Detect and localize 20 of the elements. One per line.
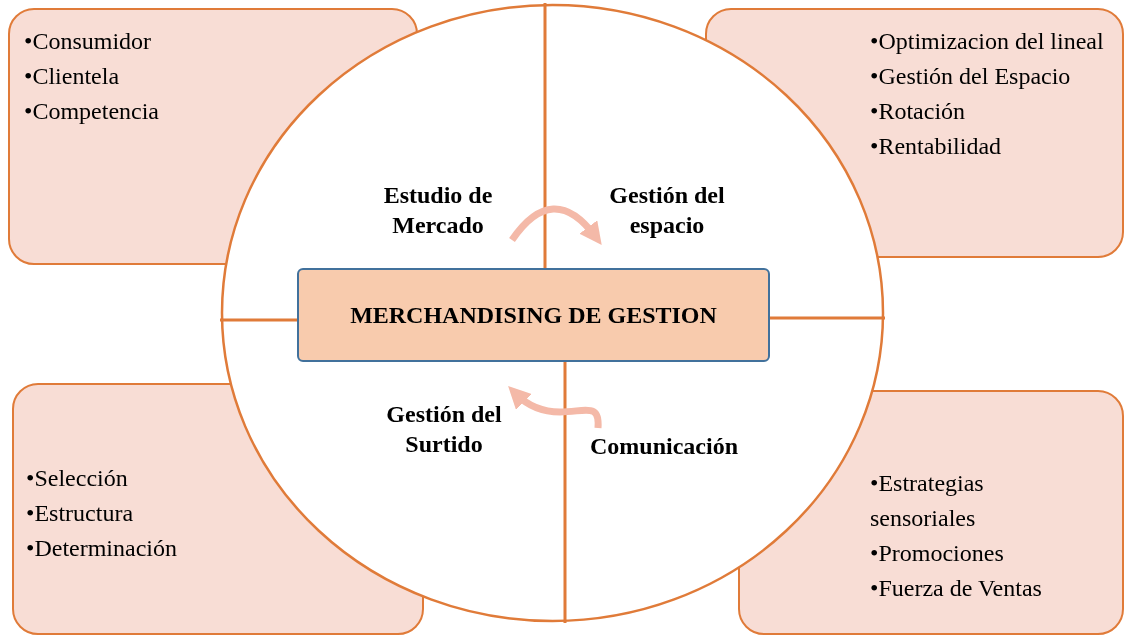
bullet-item: •Promociones	[870, 539, 1005, 568]
title-text: MERCHANDISING DE GESTION	[350, 301, 717, 329]
bullet-item: •Estructura	[26, 499, 135, 528]
bullet-item: •Rotación	[870, 97, 967, 126]
bullet-item: •Fuerza de Ventas	[870, 574, 1043, 603]
bullet-item: •Determinación	[26, 534, 178, 563]
bullet-item: •Rentabilidad	[870, 132, 1003, 161]
bullet-item: •Clientela	[24, 62, 121, 91]
cycle-arrow	[509, 205, 603, 245]
bullet-item: •Selección	[26, 464, 129, 493]
bullet-item: •Consumidor	[24, 27, 153, 56]
quadrant-label: Estudio de Mercado	[360, 180, 516, 242]
quadrant-label: Comunicación	[570, 373, 758, 461]
bullet-item: •Competencia	[24, 97, 161, 126]
bullet-item: •Gestión del Espacio	[870, 62, 1072, 91]
bullet-item: •Optimizacion del lineal	[870, 27, 1105, 56]
bullet-item: •Estrategias sensoriales	[870, 469, 985, 533]
quadrant-label: Gestión del espacio	[592, 180, 742, 242]
center-box	[297, 268, 770, 362]
quadrant-label: Gestión del Surtido	[368, 378, 520, 459]
